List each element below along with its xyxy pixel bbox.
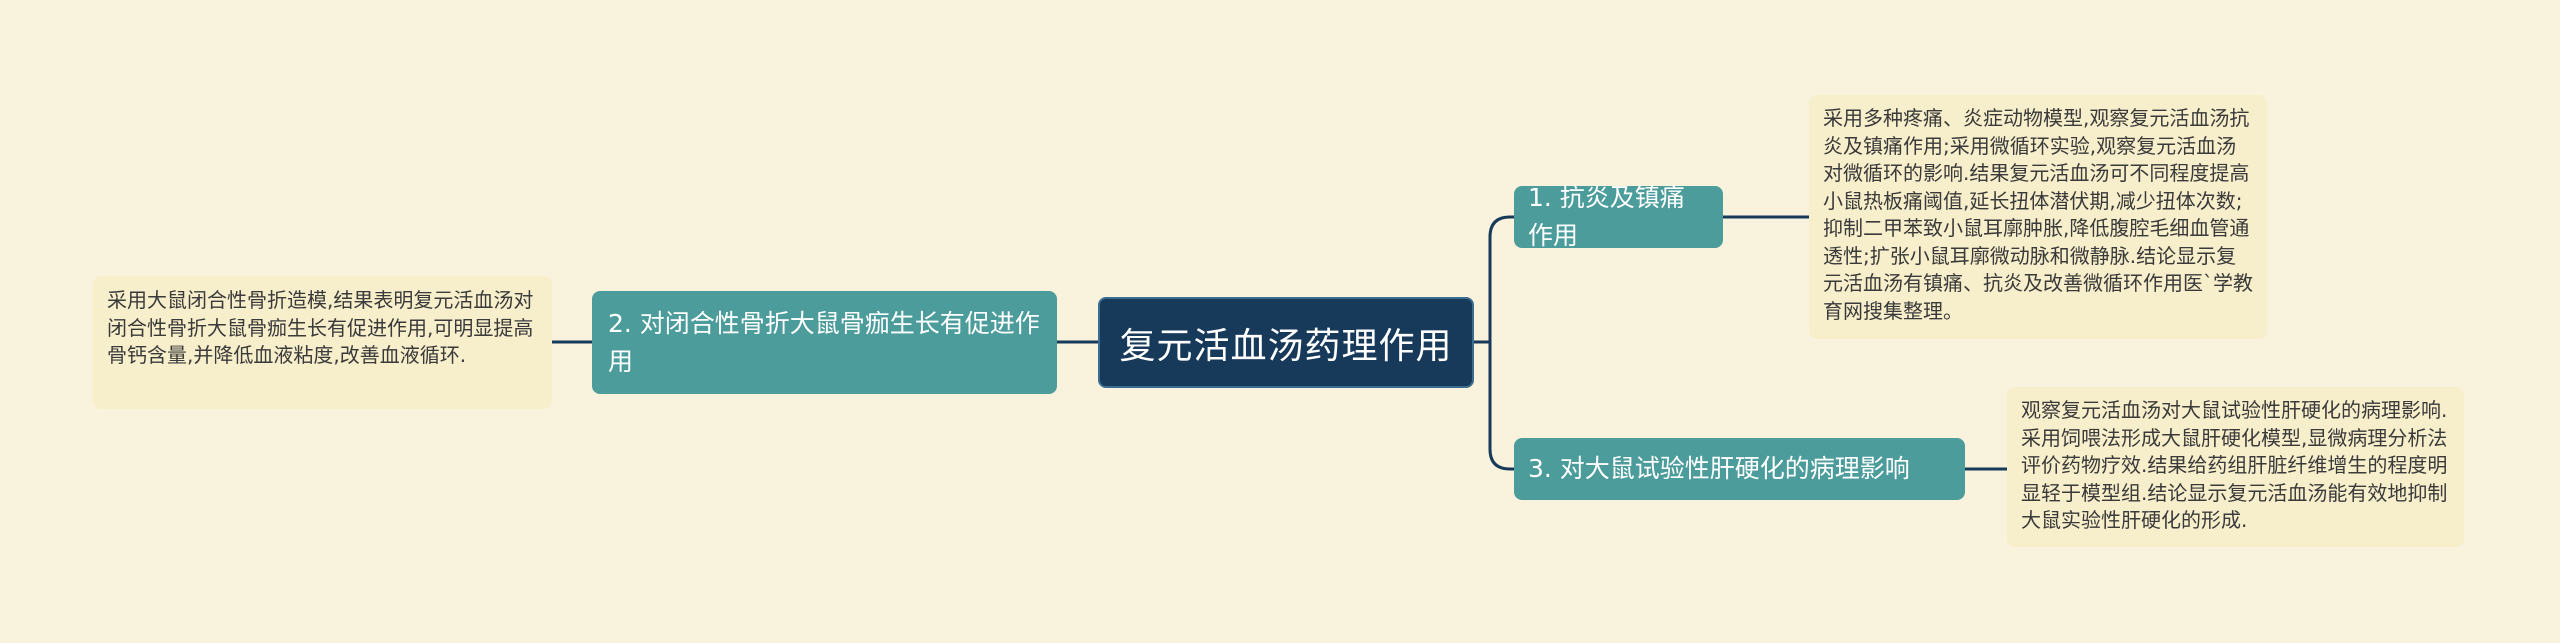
branch-topic-3[interactable]: 3. 对大鼠试验性肝硬化的病理影响 [1514, 438, 1965, 500]
detail-note-2[interactable]: 采用大鼠闭合性骨折造模,结果表明复元活血汤对闭合性骨折大鼠骨痂生长有促进作用,可… [93, 276, 552, 409]
branch-topic-3-label: 3. 对大鼠试验性肝硬化的病理影响 [1528, 454, 1910, 483]
branch-topic-2-label: 2. 对闭合性骨折大鼠骨痂生长有促进作用 [608, 308, 1040, 376]
detail-note-1-text: 采用多种疼痛、炎症动物模型,观察复元活血汤抗炎及镇痛作用;采用微循环实验,观察复… [1823, 106, 2253, 323]
root-topic[interactable]: 复元活血汤药理作用 [1098, 297, 1474, 388]
branch-topic-2[interactable]: 2. 对闭合性骨折大鼠骨痂生长有促进作用 [592, 291, 1057, 394]
connector-root-to-branch-3 [1488, 340, 1516, 471]
branch-topic-1[interactable]: 1. 抗炎及镇痛作用 [1514, 183, 1723, 250]
detail-note-3[interactable]: 观察复元活血汤对大鼠试验性肝硬化的病理影响.采用饲喂法形成大鼠肝硬化模型,显微病… [2007, 387, 2464, 547]
connector-root-to-branch-1 [1472, 215, 1516, 344]
detail-note-1[interactable]: 采用多种疼痛、炎症动物模型,观察复元活血汤抗炎及镇痛作用;采用微循环实验,观察复… [1809, 95, 2267, 339]
detail-note-3-text: 观察复元活血汤对大鼠试验性肝硬化的病理影响.采用饲喂法形成大鼠肝硬化模型,显微病… [2021, 398, 2448, 532]
detail-note-2-text: 采用大鼠闭合性骨折造模,结果表明复元活血汤对闭合性骨折大鼠骨痂生长有促进作用,可… [107, 288, 534, 367]
branch-topic-1-label: 1. 抗炎及镇痛作用 [1528, 183, 1685, 250]
